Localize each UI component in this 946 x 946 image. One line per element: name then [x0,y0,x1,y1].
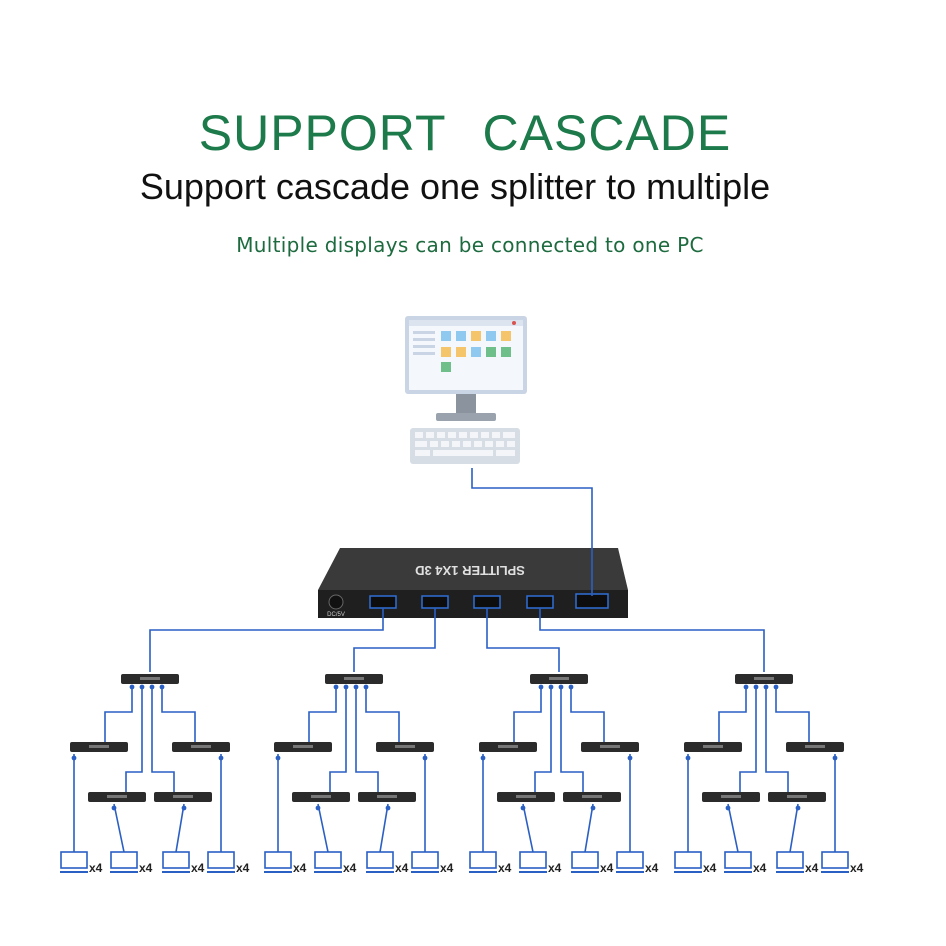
output1-port [526,595,554,609]
splitter-level3-left-1 [88,792,146,802]
monitor-count-label: x4 [191,861,205,875]
input-port [575,593,609,609]
monitor-count-label: x4 [548,861,562,875]
splitter-level1-4 [735,674,793,684]
splitter-level1-1 [121,674,179,684]
splitter-level2-left-4 [684,742,742,752]
splitter-level1-3 [530,674,588,684]
splitter-level3-left-2 [292,792,350,802]
monitor-count-label: x4 [139,861,153,875]
monitor-count-label: x4 [395,861,409,875]
monitor-icon: x4 [724,851,767,875]
output3-port [421,595,449,609]
monitor-icon: x4 [110,851,153,875]
splitter-level3-right-3 [563,792,621,802]
splitter-level2-right-3 [581,742,639,752]
monitor-count-label: x4 [703,861,717,875]
monitor-count-label: x4 [89,861,103,875]
power-label: DC/5V [327,612,345,618]
monitor-icon: x4 [162,851,205,875]
output2-port [473,595,501,609]
monitor-icon: x4 [776,851,819,875]
splitter-level2-right-1 [172,742,230,752]
tagline: Multiple displays can be connected to on… [236,233,704,257]
main-splitter: SPLITTER 1X4 3D DC/5V [318,548,628,618]
monitor-icon: x4 [366,851,409,875]
monitor-icon: x4 [821,851,864,875]
splitter-level2-left-1 [70,742,128,752]
cable-lines [73,468,836,853]
monitor-count-label: x4 [850,861,864,875]
splitter-level2-right-2 [376,742,434,752]
monitor-icon: x4 [571,851,614,875]
splitter-level3-right-4 [768,792,826,802]
splitter-level1-2 [325,674,383,684]
splitter-level2-left-3 [479,742,537,752]
splitter-level2-right-4 [786,742,844,752]
page-subtitle: Support cascade one splitter to multiple [139,166,771,207]
splitter-level3-left-4 [702,792,760,802]
monitor-icon: x4 [207,851,250,875]
monitor-count-label: x4 [753,861,767,875]
splitter-model-label: SPLITTER 1X4 3D [415,563,525,578]
monitor-icon: x4 [519,851,562,875]
splitter-level3-left-3 [497,792,555,802]
monitor-count-label: x4 [440,861,454,875]
page-title: SUPPORT CASCADE [198,105,732,161]
splitter-level3-right-1 [154,792,212,802]
monitor-count-label: x4 [805,861,819,875]
monitor-count-label: x4 [293,861,307,875]
monitor-icon: x4 [60,851,103,875]
monitor-count-label: x4 [498,861,512,875]
monitor-icon: x4 [314,851,357,875]
monitor-icon: x4 [616,851,659,875]
monitor-icon: x4 [674,851,717,875]
splitter-level3-right-2 [358,792,416,802]
monitor-count-label: x4 [343,861,357,875]
monitor-icon: x4 [264,851,307,875]
output4-port [369,595,397,609]
pc-monitor-icon [405,316,527,421]
monitor-count-label: x4 [645,861,659,875]
monitor-icon: x4 [469,851,512,875]
monitor-count-label: x4 [236,861,250,875]
monitor-count-label: x4 [600,861,614,875]
sub-splitters [70,674,844,811]
keyboard-icon [410,428,520,464]
monitor-icon: x4 [411,851,454,875]
splitter-level2-left-2 [274,742,332,752]
monitor-row: x4 x4 x4 x4 x4 x4 x4 x4 x4 x4 x4 x4 x4 x4 x4 x4 [60,851,864,875]
